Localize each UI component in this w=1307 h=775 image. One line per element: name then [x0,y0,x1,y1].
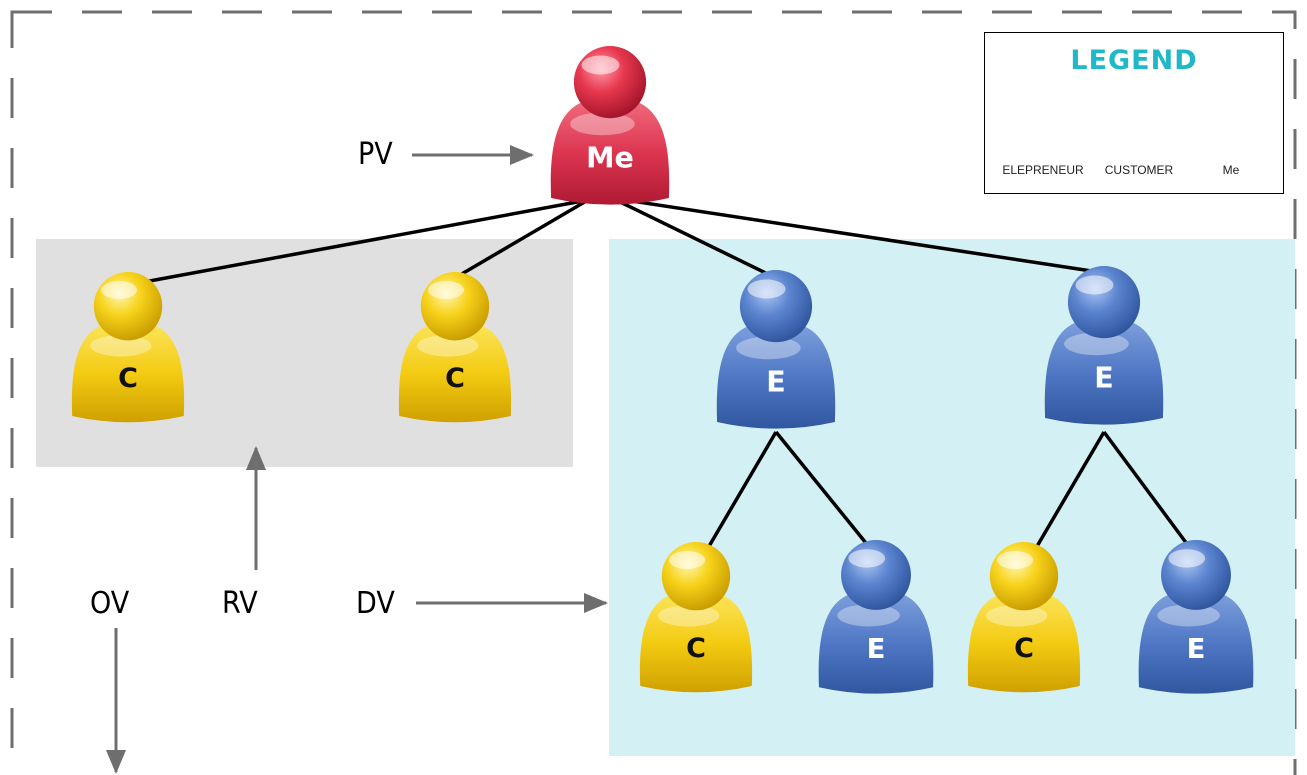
customer-node-3-letter: C [686,633,706,664]
customer-node-1-letter: C [118,363,138,394]
legend-caption-customer: CUSTOMER [1104,163,1174,177]
customer-node-1: C [71,272,185,423]
ov-label: OV [90,586,130,621]
customer-node-2-letter: C [445,363,465,394]
elepreneur-node-4: E [1138,540,1254,694]
customer-node-2: C [398,272,512,423]
customer-node-3: C [639,542,753,693]
pv-label: PV [358,137,393,172]
elepreneur-node-3: E [818,540,934,694]
me-node-letter: Me [586,142,634,175]
rv-label: RV [222,586,258,621]
connector-lines [127,196,1192,550]
legend-caption-elepreneur: ELEPRENEUR [1002,163,1084,177]
legend-caption-me: Me [1222,163,1240,177]
me-node: Me [550,46,670,205]
elepreneur-node-1: E [716,270,836,429]
dv-label: DV [356,586,395,621]
customer-node-4: C [967,542,1081,693]
elepreneur-node-4-letter: E [1187,632,1206,665]
elepreneur-node-3-letter: E [867,632,886,665]
elepreneur-node-2: E [1044,266,1164,425]
elepreneur-node-2-letter: E [1094,362,1113,395]
elepreneur-node-1-letter: E [766,366,785,399]
customer-node-4-letter: C [1014,633,1034,664]
legend-title: LEGEND [1070,45,1198,76]
legend: LEGEND ELEPRENEUR CUSTOMER Me [984,32,1284,194]
